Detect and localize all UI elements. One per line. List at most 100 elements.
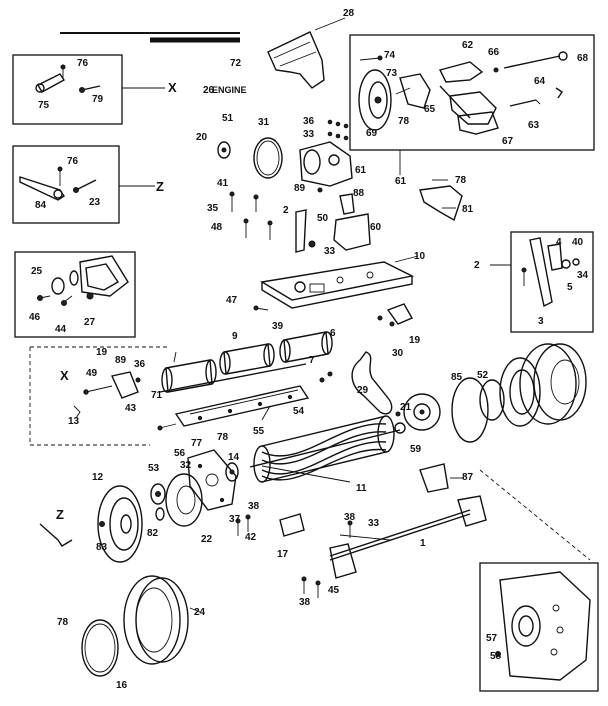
callout-12: 12	[92, 472, 104, 483]
bolt-79-icon	[79, 85, 101, 93]
callout-33: 33	[303, 129, 315, 140]
callout-78: 78	[217, 432, 229, 443]
callout-4: 4	[556, 237, 562, 248]
callout-76: 76	[77, 58, 89, 69]
callout-71: 71	[151, 390, 163, 401]
callout-36: 36	[303, 116, 315, 127]
callout-75: 75	[38, 100, 50, 111]
callout-27: 27	[84, 317, 96, 328]
callout-31: 31	[258, 117, 270, 128]
callout-72: 72	[230, 58, 242, 69]
inset-box-handle-parts	[510, 231, 594, 333]
callout-1: 1	[420, 538, 426, 549]
clip-64-icon	[555, 87, 563, 99]
callout-43: 43	[125, 403, 137, 414]
bearing-21-icon	[394, 411, 406, 434]
bracket-60-icon	[317, 187, 371, 251]
callout-32: 32	[180, 460, 192, 471]
callout-66: 66	[488, 47, 500, 58]
axle-1-icon	[329, 495, 487, 579]
callout-53: 53	[148, 463, 160, 474]
gear-14-icon	[225, 462, 239, 482]
shaft-68-icon	[493, 51, 568, 73]
bracket-assembly-icon	[37, 255, 129, 306]
callout-2: 2	[474, 260, 480, 271]
callout-77: 77	[191, 438, 203, 449]
callout-16: 16	[116, 680, 128, 691]
hardware-30-icon	[319, 371, 333, 383]
callout-61: 61	[395, 176, 407, 187]
ring-78-icon	[81, 619, 119, 677]
inset-box-x	[12, 54, 123, 125]
callout-28: 28	[343, 8, 355, 19]
callout-68: 68	[577, 53, 589, 64]
sprocket-85-icon	[403, 393, 441, 431]
callout-45: 45	[328, 585, 340, 596]
callout-82: 82	[147, 528, 159, 539]
cutting-reel-11-icon	[249, 415, 401, 483]
screws-41-35-48-icon	[229, 191, 273, 240]
clip-17-icon	[279, 513, 305, 537]
dashed-guide-left	[29, 347, 150, 446]
tire-24-icon	[123, 575, 189, 665]
leader-lines	[189, 87, 464, 613]
inset-box-sprocket	[479, 562, 599, 692]
callout-37: 37	[229, 514, 241, 525]
washer-82-icon	[155, 507, 165, 521]
callout-34: 34	[577, 270, 589, 281]
callout-17: 17	[277, 549, 289, 560]
callout-38: 38	[344, 512, 356, 523]
callout-33: 33	[324, 246, 336, 257]
bracket-19-right-icon	[377, 303, 413, 327]
callout-78: 78	[398, 116, 410, 127]
callout-23: 23	[89, 197, 101, 208]
callout-38: 38	[299, 597, 311, 608]
clutch-housing-61-icon	[299, 141, 353, 187]
belt-31-icon	[253, 137, 283, 179]
reference-letter-z: Z	[56, 507, 64, 522]
roller-9-icon	[219, 343, 275, 375]
callout-21: 21	[400, 402, 412, 413]
callout-78: 78	[455, 175, 467, 186]
side-plate-56-icon	[187, 449, 237, 511]
inset-box-engine-parts	[349, 34, 595, 151]
callout-74: 74	[384, 50, 396, 61]
callout-36: 36	[134, 359, 146, 370]
callout-64: 64	[534, 76, 546, 87]
callout-73: 73	[386, 68, 398, 79]
callout-29: 29	[357, 385, 369, 396]
wheel-hub-12-icon	[97, 485, 143, 563]
callout-44: 44	[55, 324, 67, 335]
screws-bottom-icon	[235, 514, 353, 598]
callout-62: 62	[462, 40, 474, 51]
callout-61: 61	[355, 165, 367, 176]
callout-55: 55	[253, 426, 265, 437]
flywheel-69-icon	[358, 69, 392, 131]
callout-60: 60	[370, 222, 382, 233]
callout-42: 42	[245, 532, 257, 543]
callout-26: 26	[203, 85, 215, 96]
bed-knife-54-icon	[157, 385, 310, 431]
roller-6-icon	[279, 331, 333, 363]
callout-65: 65	[424, 104, 436, 115]
callout-56: 56	[174, 448, 186, 459]
callout-20: 20	[196, 132, 208, 143]
callout-52: 52	[477, 370, 489, 381]
engine-label: ENGINE	[212, 85, 247, 95]
callout-83: 83	[96, 542, 108, 553]
callout-33: 33	[368, 518, 380, 529]
callout-22: 22	[201, 534, 213, 545]
callout-7: 7	[309, 355, 315, 366]
engine-base-plate-10-icon	[260, 261, 415, 309]
callout-30: 30	[392, 348, 404, 359]
callout-25: 25	[31, 266, 43, 277]
callout-63: 63	[528, 120, 540, 131]
gear-22-icon	[165, 473, 203, 527]
callout-19: 19	[96, 347, 108, 358]
drive-wheel-right-icon	[451, 343, 587, 443]
callout-24: 24	[194, 607, 206, 618]
